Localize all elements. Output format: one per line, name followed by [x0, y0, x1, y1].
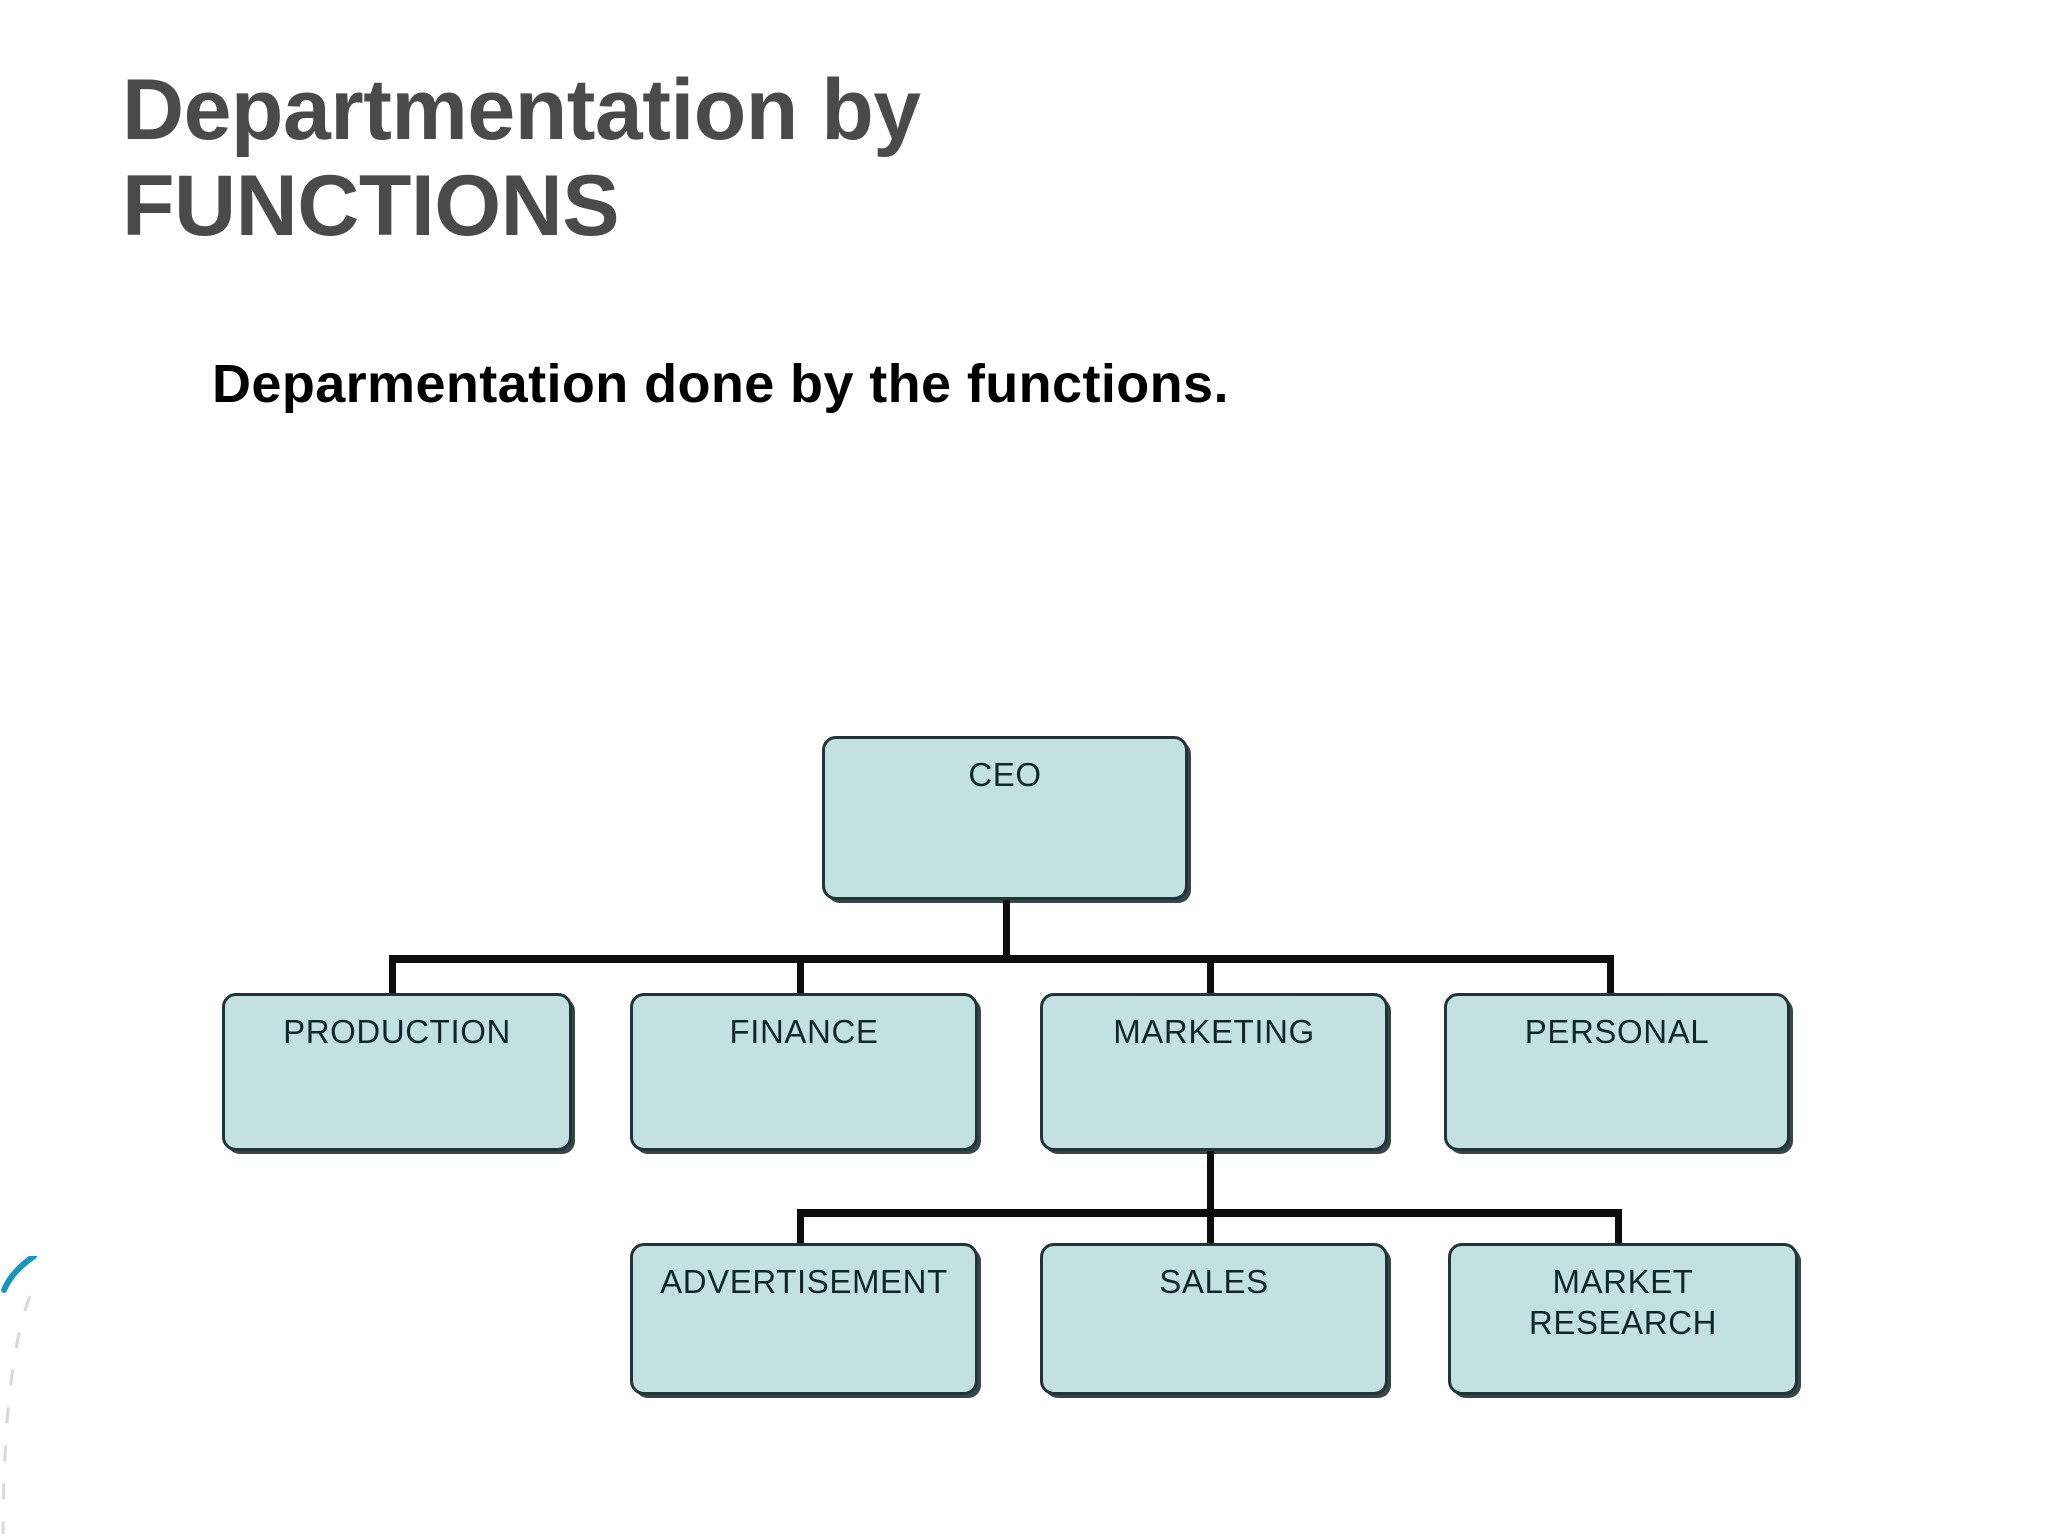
connector-level1-bus: [392, 955, 1614, 963]
connector-drop-production: [389, 955, 396, 999]
org-node-label-personal: PERSONAL: [1524, 1013, 1710, 1050]
org-node-ceo[interactable]: CEO: [822, 736, 1188, 900]
org-node-label-ceo: CEO: [968, 756, 1042, 793]
connector-drop-market-research: [1615, 1209, 1622, 1253]
connector-drop-advertisement: [797, 1209, 804, 1253]
org-node-label-sales: SALES: [1159, 1263, 1269, 1300]
connector-drop-finance: [797, 955, 804, 999]
connector-marketing-stem: [1207, 1151, 1214, 1217]
org-node-marketing[interactable]: MARKETING: [1040, 993, 1388, 1151]
org-node-market-research[interactable]: MARKET RESEARCH: [1448, 1243, 1798, 1395]
connector-drop-sales: [1207, 1209, 1214, 1253]
org-node-label-market-research: MARKET RESEARCH: [1528, 1263, 1718, 1341]
connector-drop-personal: [1607, 955, 1614, 999]
connector-drop-marketing: [1207, 955, 1214, 999]
org-node-production[interactable]: PRODUCTION: [222, 993, 572, 1151]
org-node-label-advertisement: ADVERTISEMENT: [660, 1263, 948, 1300]
org-node-finance[interactable]: FINANCE: [630, 993, 978, 1151]
page-title: Departmentation by FUNCTIONS: [122, 62, 1422, 255]
connector-ceo-stem: [1003, 900, 1010, 962]
page-subtitle: Deparmentation done by the functions.: [212, 354, 1229, 414]
page-title-line-2: FUNCTIONS: [122, 158, 620, 255]
org-node-personal[interactable]: PERSONAL: [1444, 993, 1790, 1151]
org-node-sales[interactable]: SALES: [1040, 1243, 1388, 1395]
org-node-label-finance: FINANCE: [729, 1013, 879, 1050]
org-node-label-production: PRODUCTION: [283, 1013, 511, 1050]
org-node-advertisement[interactable]: ADVERTISEMENT: [630, 1243, 978, 1395]
org-node-label-marketing: MARKETING: [1113, 1013, 1315, 1050]
page-title-line-1: Departmentation by: [122, 62, 921, 158]
